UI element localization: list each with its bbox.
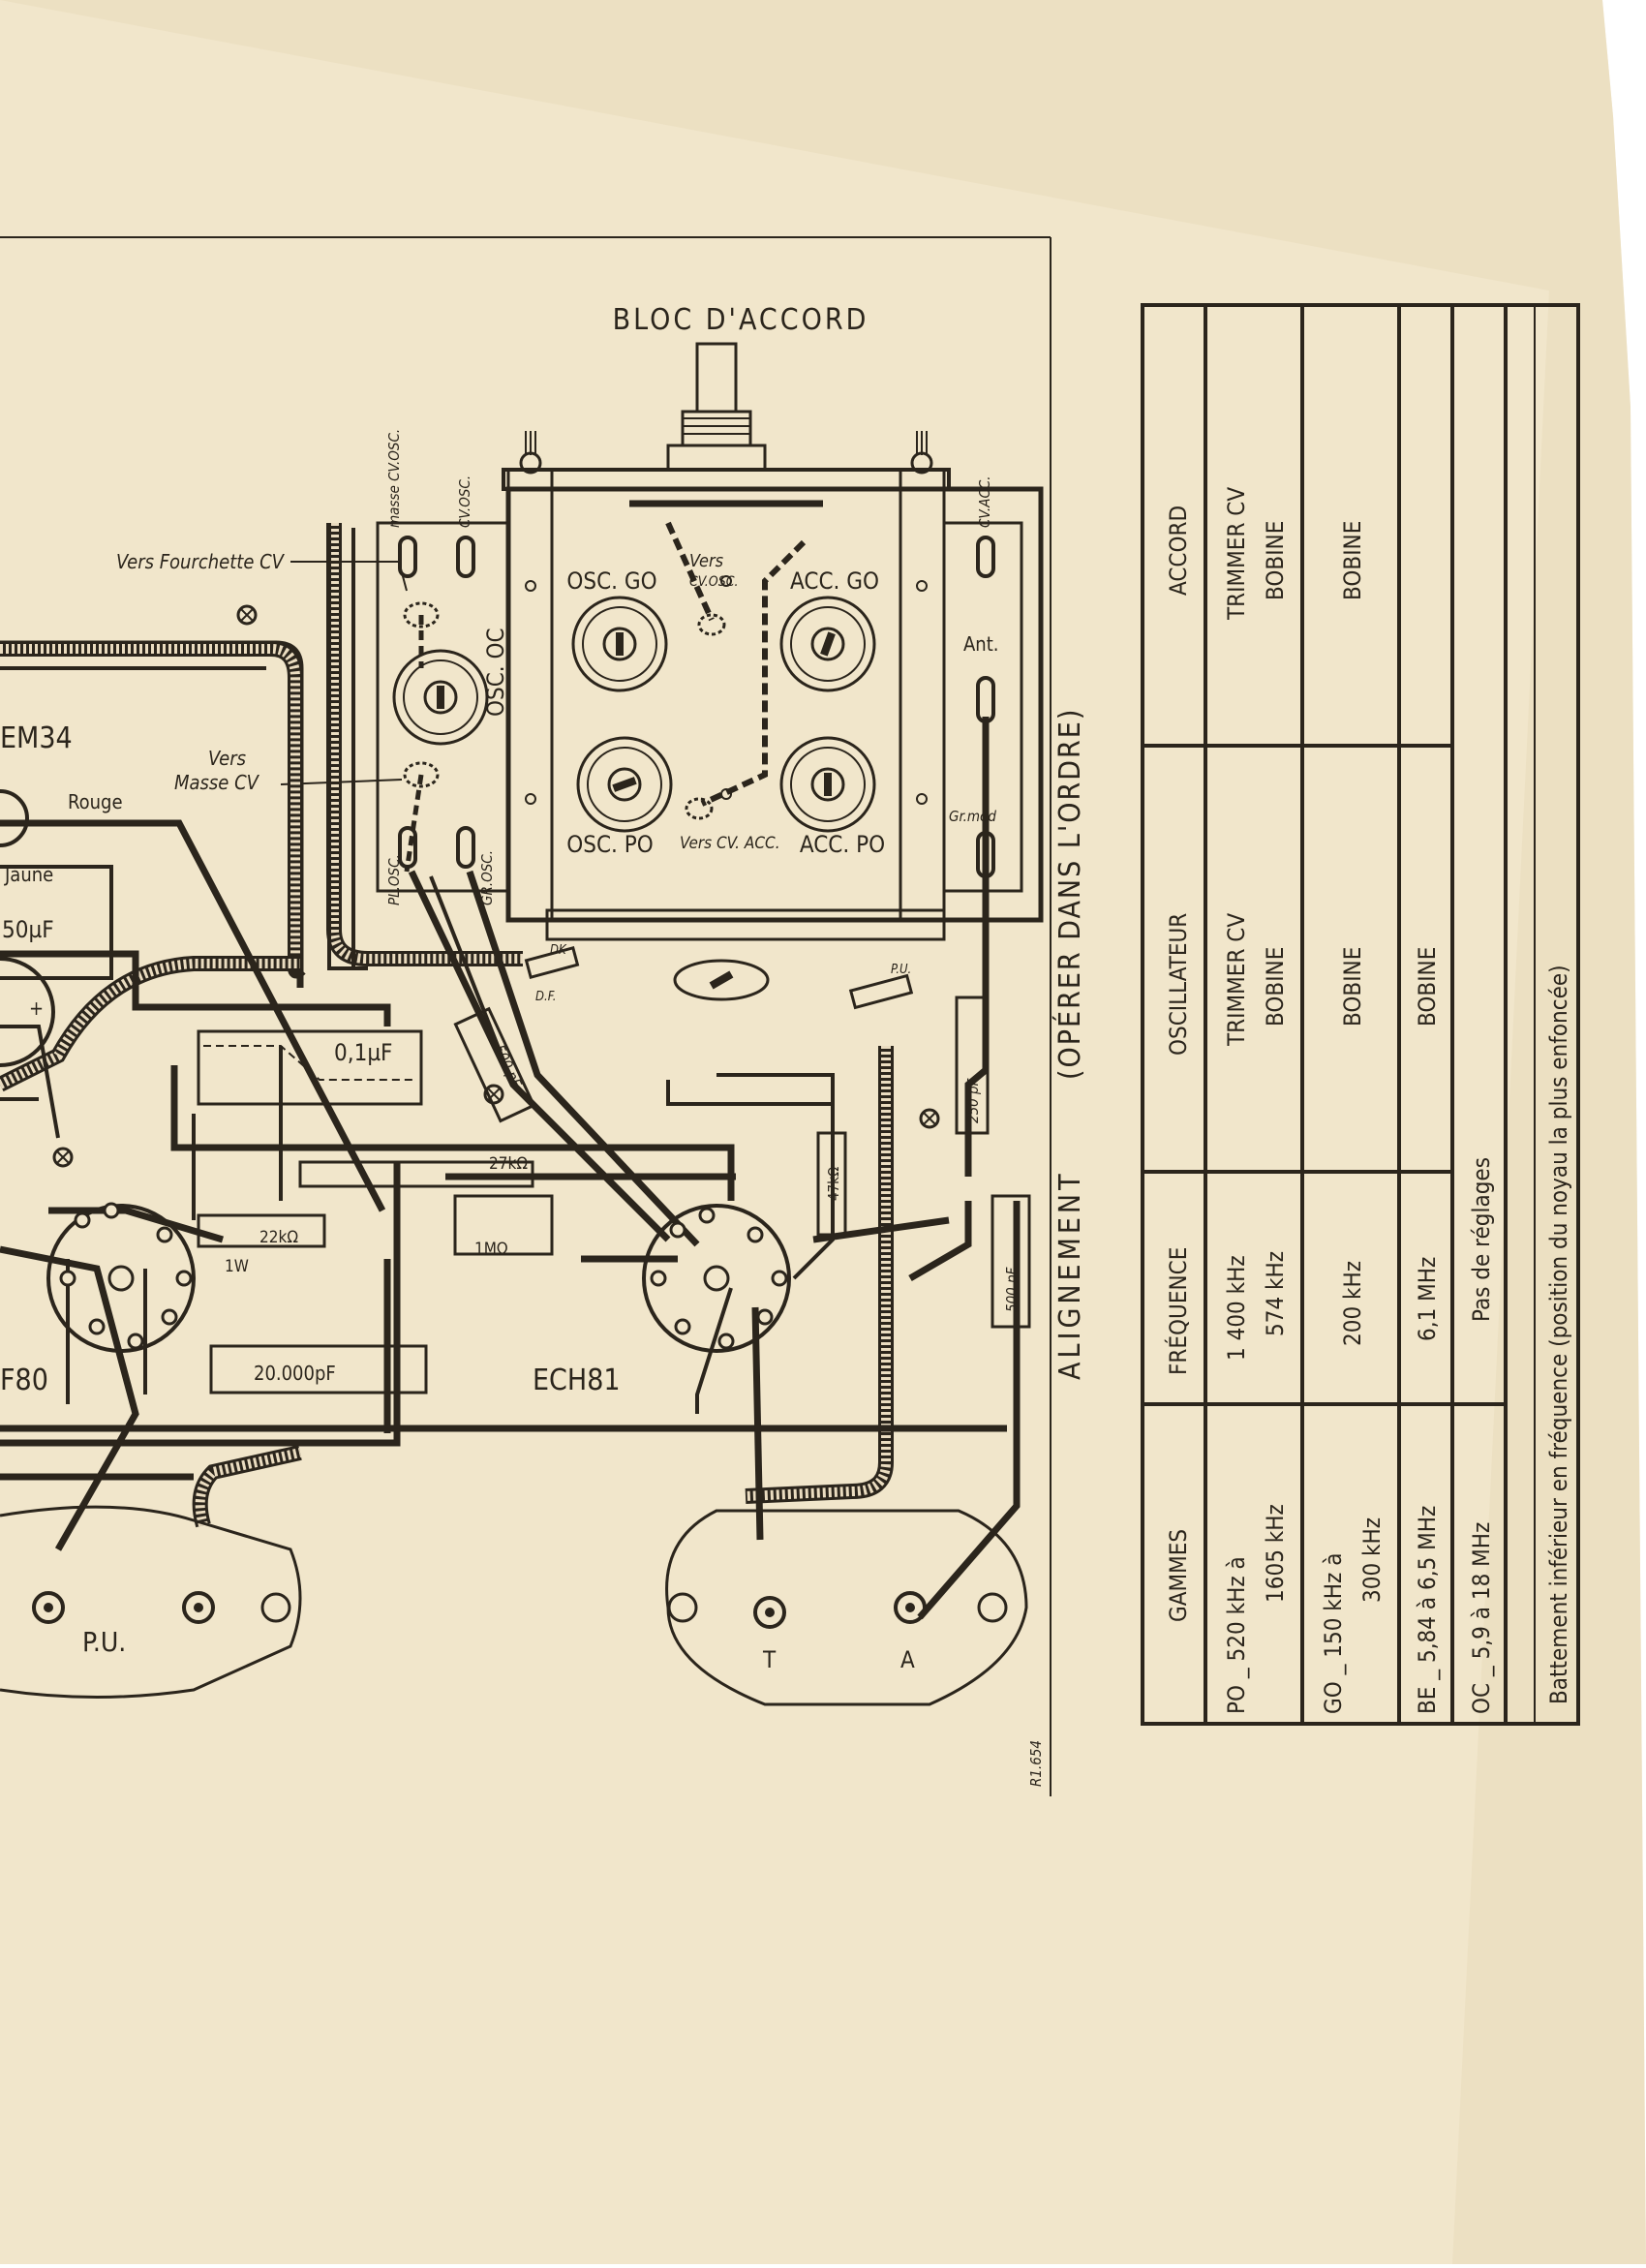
header-frequence: FRÉQUENCE — [1164, 1247, 1192, 1375]
label-c2: 20.000pF — [254, 1362, 336, 1385]
po-acc-1: TRIMMER CV — [1223, 487, 1250, 621]
cv-dashed-leads — [403, 521, 807, 873]
drawing-ref: R1.654 — [1027, 1740, 1045, 1787]
alignment-footnote: Battement inférieur en fréquence (positi… — [1545, 965, 1572, 1704]
note-vers-masse-1: Vers — [208, 747, 246, 770]
label-pu-small: P.U. — [891, 963, 911, 977]
label-jaune: Jaune — [4, 863, 53, 886]
connector-label-a: A — [900, 1646, 915, 1673]
label-c1: 0,1µF — [334, 1039, 392, 1066]
coil-label-osc-go: OSC. GO — [566, 567, 656, 595]
header-oscillateur: OSCILLATEUR — [1165, 913, 1192, 1056]
po-gamme-1: PO _ 520 kHz à — [1223, 1556, 1250, 1714]
oc-note: Pas de réglages — [1468, 1157, 1495, 1322]
coil-label-acc-po: ACC. PO — [800, 831, 885, 858]
label-pl-osc: PL.OSC. — [385, 854, 403, 905]
connector-plate-ta — [665, 1509, 1028, 1706]
wiring — [0, 523, 1021, 1620]
label-c5: 500 pF — [1003, 1267, 1021, 1312]
shielded-cables — [0, 523, 894, 1528]
label-rouge: Rouge — [68, 790, 123, 813]
coil-acc-go — [779, 596, 876, 692]
component-r4 — [816, 1131, 847, 1237]
note-vers-cv-acc: Vers CV. ACC. — [680, 834, 780, 853]
po-freq-1: 1 400 kHz — [1223, 1255, 1250, 1361]
po-freq-2: 574 kHz — [1262, 1251, 1289, 1336]
alignment-subtitle: (OPÉRER DANS L'ORDRE) — [1052, 708, 1087, 1080]
oc-gamme: OC _ 5,9 à 18 MHz — [1468, 1522, 1495, 1714]
header-accord: ACCORD — [1165, 506, 1192, 596]
po-osc-1: TRIMMER CV — [1223, 913, 1250, 1047]
label-r2: 22kΩ — [259, 1228, 298, 1247]
label-r4: 47kΩ — [825, 1167, 842, 1201]
coil-label-osc-oc: OSC. OC — [482, 628, 509, 717]
tube-socket-f80 — [46, 1202, 196, 1353]
be-gamme: BE _ 5,84 à 6,5 MHz — [1414, 1506, 1441, 1714]
label-cv-acc: CV.ACC. — [976, 475, 993, 528]
label-cv-osc: CV.OSC. — [456, 475, 473, 528]
label-r1: 27kΩ — [489, 1154, 528, 1174]
alignment-section: ALIGNEMENT (OPÉRER DANS L'ORDRE) GAMMES … — [1052, 303, 1580, 1726]
label-r3: 1MΩ — [474, 1240, 508, 1259]
go-osc: BOBINE — [1339, 947, 1366, 1027]
label-ant: Ant. — [963, 632, 998, 656]
label-df: D.F. — [535, 990, 557, 1004]
coil-label-osc-po: OSC. PO — [566, 831, 654, 858]
go-acc: BOBINE — [1339, 521, 1366, 600]
coil-acc-po — [779, 736, 876, 833]
be-freq: 6,1 MHz — [1414, 1257, 1441, 1341]
block-title: BLOC D'ACCORD — [613, 303, 869, 337]
header-gammes: GAMMES — [1165, 1529, 1192, 1622]
alignment-title: ALIGNEMENT — [1053, 1170, 1087, 1380]
label-ech81: ECH81 — [533, 1364, 621, 1397]
label-c6: 50µF — [2, 916, 54, 943]
po-gamme-2: 1605 kHz — [1262, 1504, 1289, 1603]
component-c4 — [955, 996, 990, 1135]
schematic-frame — [0, 236, 1052, 1796]
po-osc-2: BOBINE — [1262, 947, 1289, 1027]
label-f80: F80 — [0, 1364, 48, 1397]
component-c3 — [453, 1006, 536, 1123]
component-c1 — [197, 1029, 423, 1106]
component-r1 — [298, 1160, 534, 1188]
component-c2 — [209, 1344, 428, 1395]
label-gr-mod: Gr.mod — [949, 808, 996, 825]
coil-osc-go — [571, 596, 668, 692]
note-vers-cv-osc-1: Vers — [689, 551, 724, 571]
label-r1w: 1W — [225, 1257, 249, 1276]
note-vers-cv-osc-2: CV.OSC. — [689, 574, 739, 590]
label-c4: 250 pF — [964, 1078, 982, 1123]
connector-label-t: T — [762, 1646, 777, 1673]
go-gamme-1: GO _ 150 kHz à — [1320, 1553, 1347, 1714]
connector-plate-pu — [0, 1505, 302, 1699]
component-r3 — [453, 1194, 554, 1256]
ground-marks — [52, 604, 940, 1168]
component-c5 — [991, 1194, 1031, 1329]
go-freq: 200 kHz — [1339, 1261, 1366, 1346]
note-vers-fourchette: Vers Fourchette CV — [116, 550, 286, 573]
svg-text:+: + — [29, 996, 44, 1020]
coil-label-acc-go: ACC. GO — [790, 567, 879, 595]
label-gr-osc: GR.OSC. — [478, 850, 496, 905]
component-r2 — [197, 1213, 326, 1248]
label-em34: EM34 — [0, 721, 73, 755]
go-gamme-2: 300 kHz — [1358, 1517, 1386, 1603]
coil-osc-po — [576, 736, 673, 833]
alignment-table — [1141, 303, 1580, 1726]
tube-socket-ech81 — [642, 1204, 791, 1353]
df-parts — [524, 945, 914, 1010]
label-masse-cv-osc: masse CV.OSC. — [385, 429, 403, 528]
connector-label-pu: P.U. — [82, 1626, 126, 1658]
be-osc: BOBINE — [1414, 947, 1441, 1027]
coil-osc-oc — [392, 649, 489, 746]
po-acc-2: BOBINE — [1262, 521, 1289, 600]
note-vers-masse-2: Masse CV — [174, 771, 260, 794]
